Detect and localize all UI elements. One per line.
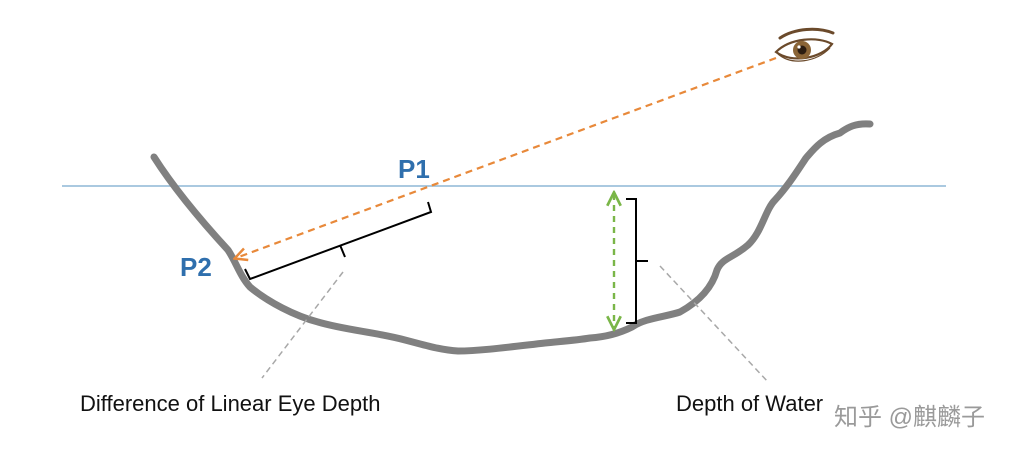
terrain-profile [150, 120, 874, 355]
p1-label: P1 [398, 154, 430, 184]
depth-caption: Depth of Water [676, 391, 823, 416]
difference-leader-line [261, 271, 344, 379]
depth-leader-line [659, 265, 769, 383]
view-ray [236, 56, 777, 258]
p2-label: P2 [180, 252, 212, 282]
depth-bracket [626, 198, 648, 324]
eye-depth-difference-bracket [244, 201, 433, 281]
difference-caption: Difference of Linear Eye Depth [80, 391, 380, 416]
eye-icon [774, 27, 835, 62]
watermark: 知乎 @麒麟子 [834, 404, 985, 431]
